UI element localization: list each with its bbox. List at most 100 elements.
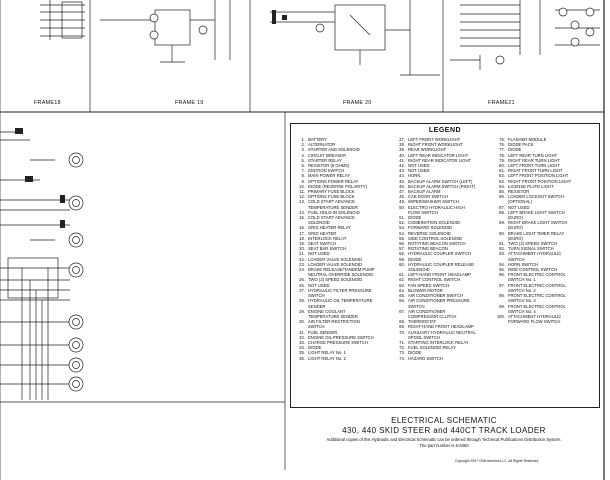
legend-item-label: LEFT-HAND FRONT HEADLAMP — [408, 272, 471, 278]
legend-item: 84.LICENSE PLATE LIGHT — [495, 184, 595, 189]
legend-item-label: WIPER/WASHER SWITCH — [408, 199, 459, 205]
legend-item-label: AIR CONDITIONER SWITCH — [408, 293, 464, 299]
legend-item-label: DIODE — [408, 350, 422, 356]
legend-item-label: SIDE CONTROL SOLENOID — [408, 235, 463, 241]
legend-item-label: FRONT ELECTRIC CONTROL — [508, 293, 566, 299]
legend-item-number: 10. — [299, 183, 305, 189]
legend-item-label: FAN SPEED SWITCH — [408, 282, 450, 288]
legend-item: 69.RIGHT-HAND FRONT HEADLAMP — [395, 324, 495, 329]
legend-item-number: 98. — [499, 293, 505, 299]
legend-item-number: 76. — [499, 142, 505, 148]
legend-item: 2.ALTERNATOR — [295, 142, 395, 147]
legend-item: 91.TWO (2) SPEED SWITCH — [495, 241, 595, 246]
legend-item: 24.BRAKE RELEASE/TANDEM PUMP — [295, 267, 395, 272]
legend-item-number: 71. — [399, 339, 405, 345]
legend-item-label: RIGHT-HAND FRONT HEADLAMP — [408, 324, 474, 330]
legend-item: 53.FORWARD SOLENOID — [395, 225, 495, 230]
legend-item: 60.HYDRAULIC COUPLER RELEASE — [395, 262, 495, 267]
legend-item-label: SEAT BAR SWITCH — [308, 246, 347, 252]
legend-item-number: 49. — [399, 199, 405, 205]
legend-item-label: NOT USED — [308, 282, 330, 288]
legend-item-label: FUEL SENDER — [308, 329, 338, 335]
legend-item: 59.DIODE — [395, 257, 495, 262]
legend-item-label: SWITCH No. 1 — [508, 277, 536, 283]
legend-item: 40.LEFT REAR INDICATOR LIGHT — [395, 153, 495, 158]
legend-item: 51.DIODE — [395, 215, 495, 220]
legend-item-label: FUEL SOLENOID RELAY — [408, 345, 456, 351]
legend-item-number: 5. — [301, 157, 306, 163]
legend-item-number: 4. — [301, 152, 306, 158]
legend-item-label: HAZARD SWITCH — [408, 355, 443, 361]
legend-item-number: 37. — [399, 137, 405, 142]
legend-item-number: 61. — [399, 272, 405, 278]
legend-item: 83.RIGHT FRONT POSITION LIGHT — [495, 179, 595, 184]
legend-item-label: RESISTOR — [508, 189, 530, 195]
legend-item: 67.AIR CONDITIONER — [395, 309, 495, 314]
legend-item-label: LEFT FRONT TURN LIGHT — [508, 163, 560, 169]
legend-item-number: 85. — [499, 189, 505, 195]
legend-item-number: 79. — [499, 157, 505, 163]
legend-item-number: 50. — [399, 204, 405, 210]
legend-item-number: 14. — [299, 209, 305, 215]
legend-item-number: 22. — [299, 256, 305, 262]
legend-item-number: 23. — [299, 261, 305, 267]
legend-item-label: REAR WORKLIGHT — [408, 147, 447, 153]
legend-item-label: HORN — [408, 173, 421, 179]
legend-item-number: 32. — [299, 334, 305, 340]
schematic-title: ELECTRICAL SCHEMATIC — [391, 416, 497, 425]
legend-item-label: SPOOL SWITCH — [408, 334, 440, 340]
legend-item-number: 83. — [499, 178, 505, 184]
legend-item: SWITCH — [295, 293, 395, 298]
legend-item: 15.COLD START ADVANCE — [295, 215, 395, 220]
legend-item-label: THERMOSTAT — [408, 319, 437, 325]
legend-item: 73.DIODE — [395, 350, 495, 355]
legend-item-label: SENDER — [308, 303, 326, 309]
legend-item: 98.FRONT ELECTRIC CONTROL — [495, 293, 595, 298]
legend-item-number: 38. — [399, 142, 405, 148]
legend-item-number: 52. — [399, 220, 405, 226]
legend-item-number: 96. — [499, 272, 505, 278]
legend-item-number: 42. — [399, 163, 405, 169]
legend-item-number: 27. — [299, 287, 305, 293]
legend-item: FLOW SWITCH — [395, 210, 495, 215]
legend-item: 66.AIR CONDITIONER PRESSURE — [395, 298, 495, 303]
legend-item-number: 84. — [499, 183, 505, 189]
frame-label-20: FRAME 20 — [343, 100, 372, 106]
legend-item: SPOOL SWITCH — [395, 335, 495, 340]
legend-item: 11.PRIMARY FUSE BLOCK — [295, 189, 395, 194]
legend-item: 75.FLASHER MODULE — [495, 137, 595, 142]
legend-item-number: 24. — [299, 267, 305, 273]
frame-label-18: FRAME18 — [34, 100, 61, 106]
part-number-note: The part number is 5-5350 — [419, 443, 469, 448]
legend-item-number: 36. — [299, 355, 305, 361]
title-block: ELECTRICAL SCHEMATIC 430, 440 SKID STEER… — [290, 410, 598, 458]
legend-item-number: 3. — [301, 147, 306, 153]
legend-item-label: SWITCH — [508, 256, 525, 262]
legend-item-label: LEFT FRONT POSITION LIGHT — [508, 173, 569, 179]
legend-item: 79.RIGHT REAR TURN LIGHT — [495, 158, 595, 163]
legend-item-number: 73. — [399, 350, 405, 356]
legend-item-number: 44. — [399, 173, 405, 179]
legend-item-label: SWITCH No. 4 — [508, 308, 536, 314]
legend-item-label: FUEL HOLD-IN SOLENOID — [308, 209, 360, 215]
legend-item-label: TWO (2) SPEED SOLENOID — [308, 277, 363, 283]
legend-item-label: SWITCH No. 2 — [508, 287, 536, 293]
legend-item: 35.LIGHT RELAY No. 1 — [295, 350, 395, 355]
legend-item-number: 28. — [299, 298, 305, 304]
legend-item-label: DIODE — [408, 256, 422, 262]
legend-item-label: LOADER LOCKOUT SWITCH — [508, 194, 565, 200]
legend-item: 89.RIGHT BRAKE LIGHT SWITCH — [495, 220, 595, 225]
legend-item-number: 33. — [299, 339, 305, 345]
legend-item: 1.BATTERY — [295, 137, 395, 142]
legend-item-label: ENGINE OIL PRESSURE SWITCH — [308, 334, 374, 340]
legend-item: 12.OPTIONS FUSE BLOCK — [295, 194, 395, 199]
legend-item: 5.STARTER RELAY — [295, 158, 395, 163]
legend-item-label: RESISTOR (6 OHMS) — [308, 163, 350, 169]
legend-item-label: TWO (2) SPEED SWITCH — [508, 241, 558, 247]
legend-item-number: 80. — [499, 163, 505, 169]
legend-item-label: SWITCH — [308, 324, 325, 330]
legend-item: 29.ENGINE COOLANT — [295, 309, 395, 314]
legend-item-label: BACKUP ALARM SWITCH (RIGHT) — [408, 183, 476, 189]
